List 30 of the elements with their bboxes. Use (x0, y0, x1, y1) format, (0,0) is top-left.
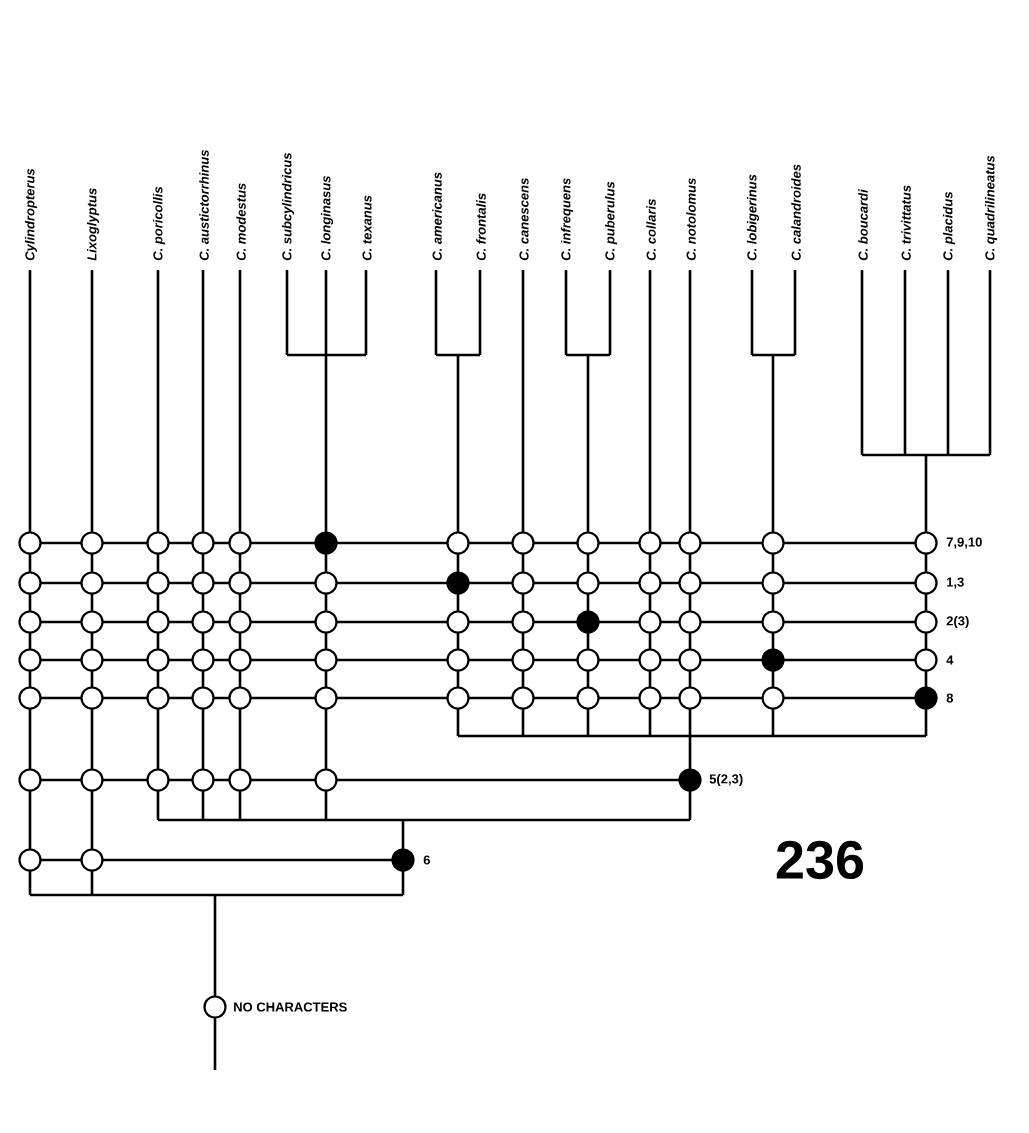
taxon-label: C. calandroides (791, 164, 801, 261)
taxon-label: C. placidus (942, 191, 956, 261)
taxon-label: Lixoglyptus (86, 188, 100, 261)
character-label: 2(3) (946, 615, 969, 629)
character-label: NO CHARACTERS (234, 1002, 347, 1012)
taxon-label: Cylindropterus (24, 168, 38, 261)
taxon-label: C. poricollis (152, 186, 166, 261)
taxon-label: C. longinasus (320, 176, 334, 261)
taxon-label: C. trivittatus (901, 185, 911, 261)
taxon-label: C. texanus (362, 195, 372, 261)
taxon-label: C. notolomus (686, 178, 696, 261)
taxon-label: C. boucardi (858, 189, 868, 261)
page-number: 236 (776, 840, 864, 880)
taxon-label: C. collaris (646, 199, 656, 261)
character-label: 7,9,10 (946, 537, 982, 549)
taxon-label: C. puberulus (604, 181, 618, 261)
taxon-label: C. lobigerinus (746, 174, 760, 261)
taxon-label: C. austictorrhinus (199, 150, 209, 261)
character-label: 4 (946, 655, 954, 665)
character-label: 5(2,3) (709, 773, 743, 787)
taxon-label: C. subcylindricus (281, 152, 295, 261)
taxon-label: C. canescens (519, 178, 529, 261)
taxon-label: C. modestus (236, 183, 246, 261)
taxon-label: C. frontalis (476, 193, 486, 261)
character-label: 8 (946, 693, 954, 703)
taxon-label: C. infrequens (560, 178, 574, 261)
character-label: 6 (423, 855, 430, 865)
taxon-label: C. quadrilineatus (984, 155, 998, 261)
taxon-label: C. americanus (432, 172, 442, 261)
character-label: 1,3 (947, 577, 964, 589)
